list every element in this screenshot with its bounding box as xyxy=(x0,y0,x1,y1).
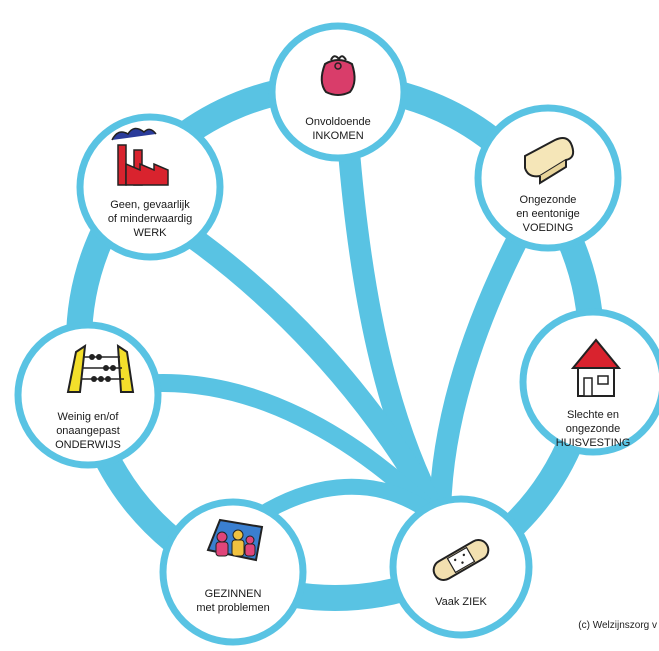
family-photo-icon xyxy=(206,518,264,562)
branch-werk xyxy=(164,214,451,531)
node-ziek-line-1: Vaak ZIEK xyxy=(435,596,487,608)
node-inkomen-line-2: INKOMEN xyxy=(312,130,363,142)
abacus-icon xyxy=(66,343,135,393)
branch-voeding xyxy=(429,214,536,531)
node-werk-line-1: Geen, gevaarlijk xyxy=(110,199,190,211)
purse-icon xyxy=(320,55,356,96)
bread-icon xyxy=(524,137,575,185)
node-gezinnen: GEZINNEN met problemen xyxy=(159,498,307,646)
node-huisvesting-line-1: Slechte en xyxy=(567,409,619,421)
node-inkomen-line-1: Onvoldoende xyxy=(305,116,370,128)
node-ziek: Vaak ZIEK xyxy=(389,495,533,639)
node-gezinnen-line-1: GEZINNEN xyxy=(205,588,262,600)
node-werk-line-3: WERK xyxy=(134,227,168,239)
bandage-icon xyxy=(432,539,490,581)
node-onderwijs-line-1: Weinig en/of xyxy=(58,411,120,423)
copyright-credit: (c) Welzijnszorg v xyxy=(578,620,657,631)
node-voeding-line-1: Ongezonde xyxy=(520,194,577,206)
node-voeding: Ongezonde en eentonige VOEDING xyxy=(474,104,622,252)
node-huisvesting-line-3: HUISVESTING xyxy=(556,437,631,449)
house-icon xyxy=(570,338,622,397)
node-huisvesting: Slechte en ongezonde HUISVESTING xyxy=(519,308,659,456)
node-voeding-line-3: VOEDING xyxy=(523,222,574,234)
node-inkomen: Onvoldoende INKOMEN xyxy=(268,22,408,162)
node-gezinnen-line-2: met problemen xyxy=(196,602,269,614)
node-onderwijs-line-2: onaangepast xyxy=(56,425,120,437)
node-werk-line-2: of minderwaardig xyxy=(108,213,192,225)
node-onderwijs: Weinig en/of onaangepast ONDERWIJS xyxy=(14,321,162,469)
node-voeding-line-2: en eentonige xyxy=(516,208,580,220)
node-onderwijs-line-3: ONDERWIJS xyxy=(55,439,121,451)
node-huisvesting-line-2: ongezonde xyxy=(566,423,620,435)
branch-onderwijs xyxy=(121,373,449,529)
factory-icon xyxy=(111,127,169,186)
node-werk: Geen, gevaarlijk of minderwaardig WERK xyxy=(76,113,224,261)
